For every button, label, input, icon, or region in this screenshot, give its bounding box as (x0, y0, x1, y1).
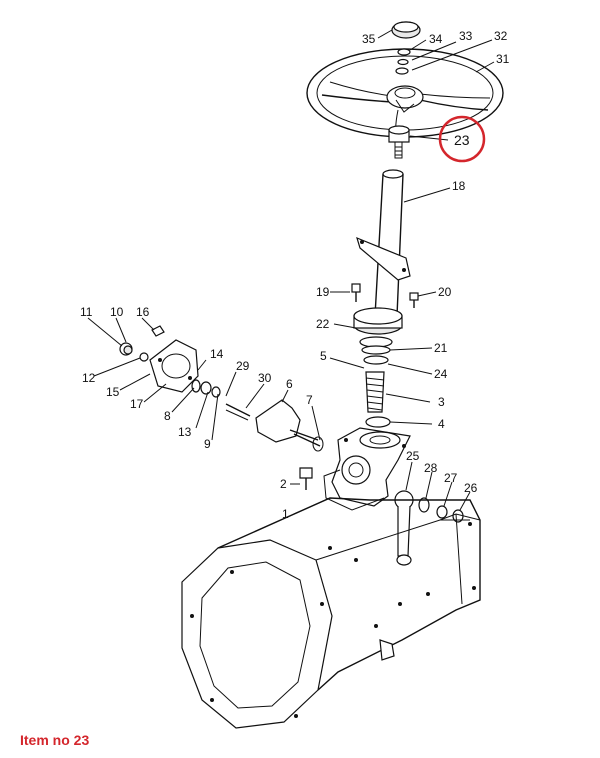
callout-27: 27 (444, 471, 458, 485)
callout-21: 21 (434, 341, 448, 355)
washer-33 (397, 58, 409, 66)
leader-lines (87, 29, 495, 515)
washer-12 (139, 352, 149, 362)
sector-shaft (255, 399, 324, 452)
callout-5: 5 (320, 349, 327, 363)
drop-arm (394, 490, 414, 566)
plug-11 (123, 345, 133, 355)
bolt-2 (299, 467, 313, 490)
callout-4: 4 (438, 417, 445, 431)
callout-24: 24 (434, 367, 448, 381)
bolt-20 (409, 292, 419, 308)
item-23-highlight-circle (438, 115, 486, 163)
callout-19: 19 (316, 285, 330, 299)
shaft-30 (225, 403, 251, 421)
callout-20: 20 (438, 285, 452, 299)
bolt-19 (351, 283, 361, 302)
callout-9: 9 (204, 437, 211, 451)
nut-27 (436, 505, 448, 519)
washer-28 (418, 497, 430, 513)
steering-box (323, 427, 411, 511)
nipple-16 (151, 325, 165, 337)
callout-11: 11 (80, 305, 93, 319)
callout-3: 3 (438, 395, 445, 409)
callout-6: 6 (286, 377, 293, 391)
callout-15: 15 (106, 385, 120, 399)
callout-12: 12 (82, 371, 96, 385)
callout-2: 2 (280, 477, 287, 491)
transmission-housing (181, 497, 481, 729)
callout-31: 31 (496, 52, 510, 66)
callout-8: 8 (164, 409, 171, 423)
callout-10: 10 (110, 305, 124, 319)
steering-column (353, 169, 411, 365)
bush-23 (388, 125, 410, 159)
callout-28: 28 (424, 461, 438, 475)
washer-8 (191, 379, 201, 393)
nut-13 (200, 381, 212, 395)
callout-14: 14 (210, 347, 224, 361)
callout-25: 25 (406, 449, 420, 463)
callout-16: 16 (136, 305, 150, 319)
callout-33: 33 (459, 29, 473, 43)
callout-26: 26 (464, 481, 478, 495)
item-caption: Item no 23 (20, 732, 90, 748)
washer-32 (395, 67, 409, 75)
horn-cap (391, 21, 421, 39)
washer-9 (211, 386, 221, 398)
bearing-4 (365, 416, 391, 428)
callout-23: 23 (454, 132, 470, 148)
side-cover (149, 339, 199, 393)
callout-numbers: 35 34 33 32 31 23 18 19 20 22 21 5 24 3 … (80, 29, 510, 521)
callout-17: 17 (130, 397, 144, 411)
callout-34: 34 (429, 32, 443, 46)
callout-32: 32 (494, 29, 508, 43)
callout-29: 29 (236, 359, 250, 373)
callout-13: 13 (178, 425, 192, 439)
nut-34 (397, 48, 411, 56)
callout-30: 30 (258, 371, 272, 385)
callout-1: 1 (282, 507, 289, 521)
callout-18: 18 (452, 179, 466, 193)
callout-35: 35 (362, 32, 376, 46)
callout-22: 22 (316, 317, 330, 331)
callout-7: 7 (306, 393, 313, 407)
worm-shaft (365, 371, 385, 413)
